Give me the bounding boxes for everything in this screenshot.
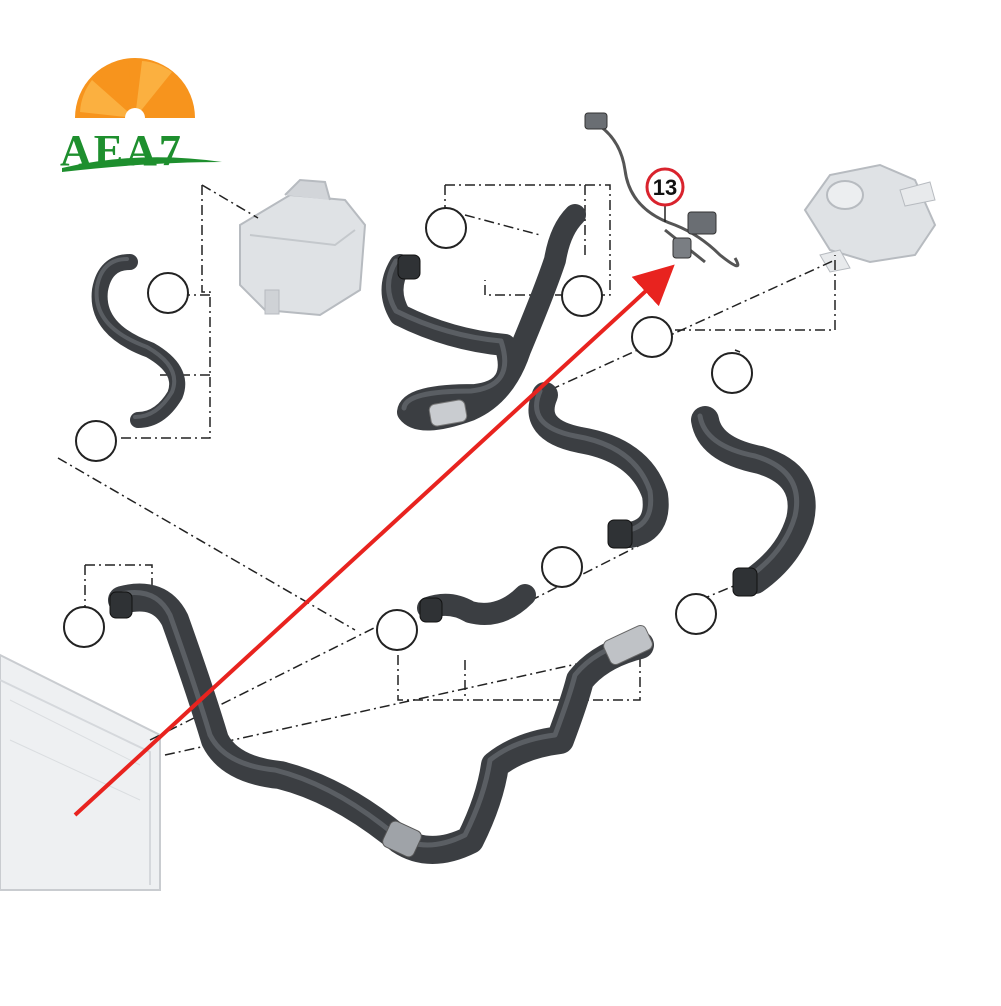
callout-circle [631,316,673,358]
hose-small-middle [417,584,536,625]
sun-icon [75,58,195,128]
callout-circle [75,420,117,462]
callout-circle [147,272,189,314]
leader-lines [57,184,836,756]
radiator-icon [0,653,161,891]
logo-swoosh [62,157,222,172]
part-13-marker: 13 [645,167,685,222]
hose-group [91,204,816,864]
callout-circle [425,207,467,249]
temperature-sensor-icon [584,112,740,268]
callout-circle [711,352,753,394]
coolant-expansion-tank-icon [239,178,367,317]
callout-circles [63,207,753,651]
callout-circle [541,546,583,588]
thermostat-housing-icon [803,163,937,273]
callout-circle [561,275,603,317]
part-number-label: 13 [653,175,677,200]
hose-fittings [109,254,758,858]
callout-circle [63,606,105,648]
callout-circle [675,593,717,635]
callout-circle [376,609,418,651]
hose-upper-middle [381,204,586,431]
pointer-arrow [73,264,675,817]
hose-mid-right [528,382,669,548]
brand-logo: AEA7 [60,58,222,175]
